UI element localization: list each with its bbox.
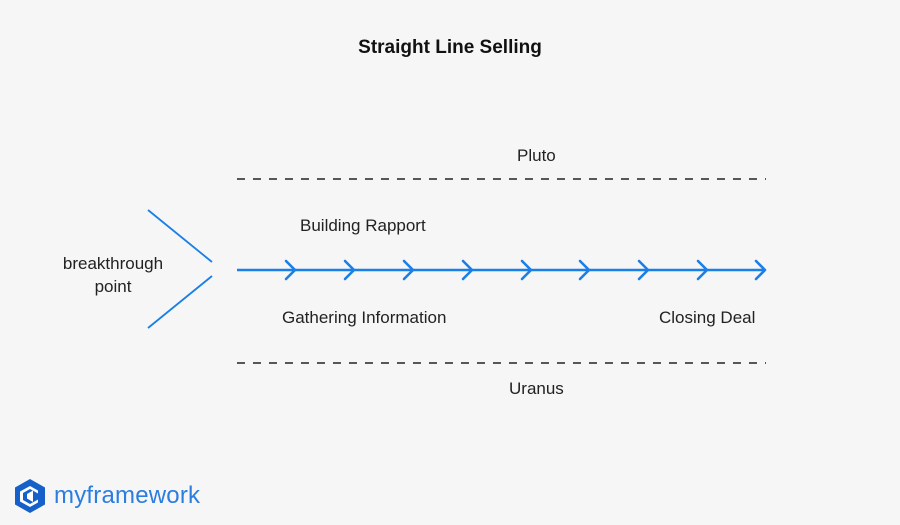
chevron-1 — [284, 259, 297, 281]
breakthrough-lower-line — [147, 275, 213, 329]
building-rapport-label: Building Rapport — [300, 216, 426, 235]
breakthrough-point-label: breakthrough point — [48, 252, 178, 298]
closing-deal-label: Closing Deal — [659, 308, 756, 327]
pluto-label: Pluto — [517, 146, 556, 165]
chevron-4 — [461, 259, 474, 281]
chevron-9 — [754, 259, 767, 281]
chevron-3 — [402, 259, 415, 281]
chevron-group — [284, 259, 767, 281]
brand-name: myframework — [54, 482, 201, 509]
myframework-logo-icon — [15, 479, 45, 513]
breakthrough-upper-line — [147, 209, 213, 263]
uranus-label: Uranus — [509, 379, 564, 398]
brand: myframework — [14, 478, 200, 514]
chevron-2 — [343, 259, 356, 281]
chevron-5 — [520, 259, 533, 281]
breakthrough-label-line-2: point — [94, 277, 132, 296]
breakthrough-label-line-1: breakthrough — [62, 254, 164, 273]
chevron-7 — [637, 259, 650, 281]
gathering-information-label: Gathering Information — [282, 308, 447, 327]
diagram-title: Straight Line Selling — [358, 37, 542, 58]
chevron-8 — [696, 259, 709, 281]
chevron-6 — [578, 259, 591, 281]
